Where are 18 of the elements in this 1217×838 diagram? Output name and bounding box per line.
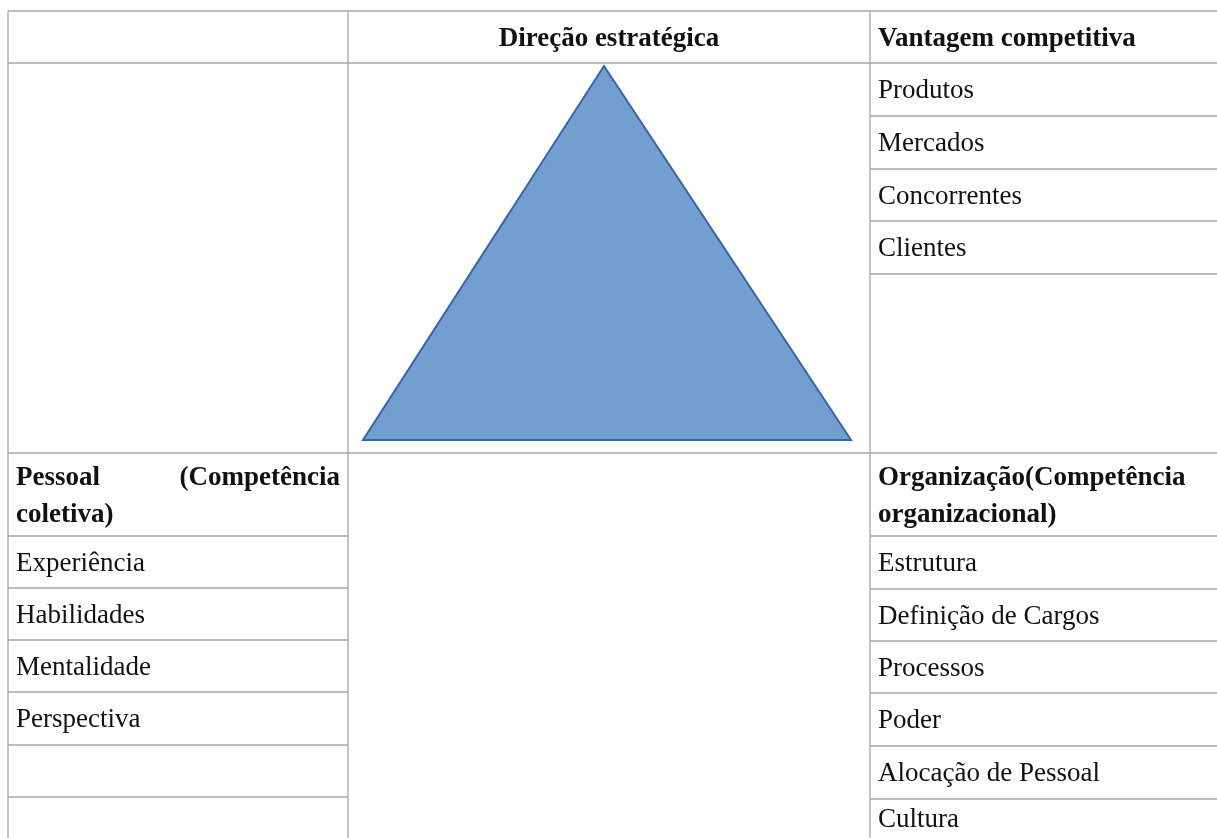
table-cell-text: Mentalidade: [16, 649, 151, 683]
table-cell-text: Concorrentes: [878, 178, 1022, 212]
table-cell-text: Cultura: [878, 802, 959, 835]
column-heading: Pessoal (Competência coletiva): [16, 459, 340, 530]
table-cell-text: Processos: [878, 650, 985, 684]
table-cell-text: Experiência: [16, 545, 145, 579]
table-cell-text: Perspectiva: [16, 702, 141, 735]
column-heading: Organização(Competência organizacional): [878, 459, 1187, 530]
table-cell-text: Habilidades: [16, 597, 145, 631]
table-cell-text: Produtos: [878, 73, 975, 106]
table-cell-text: Poder: [878, 703, 941, 736]
column-heading: Vantagem competitiva: [878, 20, 1136, 54]
table-cell-text: Estrutura: [878, 546, 977, 579]
table-cell-text: Alocação de Pessoal: [878, 756, 1100, 789]
column-heading: Direção estratégica: [498, 20, 720, 54]
table-cell-text: Clientes: [878, 231, 967, 264]
table-cell-text: Mercados: [878, 126, 985, 159]
table-cell-text: Definição de Cargos: [878, 598, 1100, 632]
